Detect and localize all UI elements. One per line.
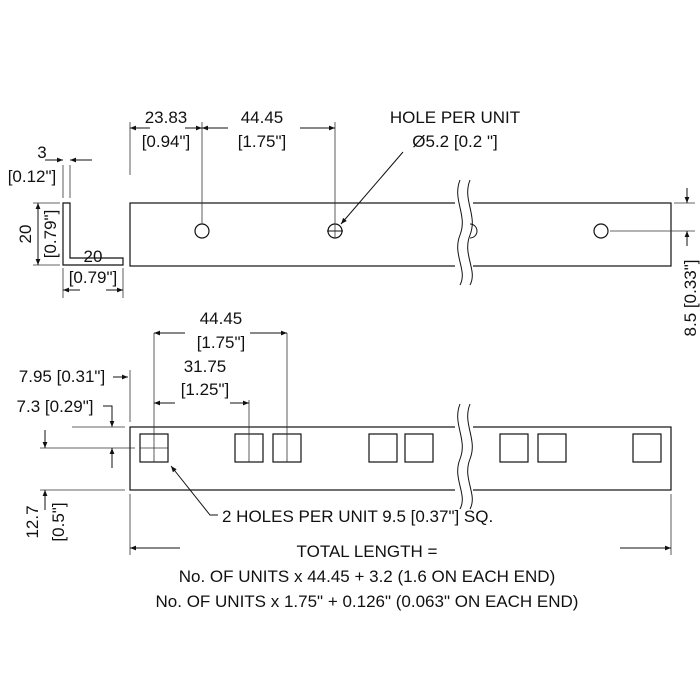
edge-offset: 7.3 [0.29"]: [17, 397, 94, 416]
total-length: TOTAL LENGTH = No. OF UNITS x 44.45 + 3.…: [129, 494, 672, 611]
hole: [593, 223, 609, 239]
hole-height: 8.5 [0.33"]: [681, 260, 700, 337]
profile-height: 20: [16, 225, 35, 244]
hole-note-1: HOLE PER UNIT: [390, 108, 520, 127]
end-offset-in: [0.94"]: [142, 132, 191, 151]
end-offset: 23.83: [145, 108, 188, 127]
total-length-title: TOTAL LENGTH =: [297, 542, 438, 561]
profile-height-in: [0.79"]: [41, 210, 60, 259]
square-holes: [139, 433, 662, 463]
end-offset: 7.95 [0.31"]: [19, 367, 105, 386]
hole-pitch-in: [1.75"]: [238, 132, 287, 151]
center-height: 12.7: [23, 505, 42, 538]
hole-pitch: 44.45: [241, 108, 284, 127]
hole: [194, 223, 210, 239]
center-height-in: [0.5"]: [49, 502, 68, 541]
angle-profile: 3 [0.12"] 20 [0.79"] 20 [0.79"]: [8, 143, 124, 298]
square-pitch-in: [1.75"]: [197, 333, 246, 352]
total-length-mm: No. OF UNITS x 44.45 + 3.2 (1.6 ON EACH …: [179, 567, 555, 586]
hole-note-2: Ø5.2 [0.2 "]: [412, 132, 497, 151]
square-pitch: 44.45: [200, 309, 243, 328]
profile-width: 20: [84, 247, 103, 266]
profile-thickness: 3: [37, 143, 46, 162]
profile-thickness-in: [0.12"]: [8, 167, 57, 186]
bottom-view: 44.45 [1.75"] 31.75 [1.25"] 7.95 [0.31"]…: [17, 309, 672, 542]
square-spacing-in: [1.25"]: [181, 380, 230, 399]
square-hole-note: 2 HOLES PER UNIT 9.5 [0.37"] SQ.: [222, 507, 493, 526]
profile-width-in: [0.79"]: [69, 268, 118, 287]
square-spacing: 31.75: [184, 357, 227, 376]
total-length-in: No. OF UNITS x 1.75" + 0.126" (0.063" ON…: [156, 592, 579, 611]
top-view: 23.83 [0.94"] 44.45 [1.75"] HOLE PER UNI…: [129, 108, 700, 337]
